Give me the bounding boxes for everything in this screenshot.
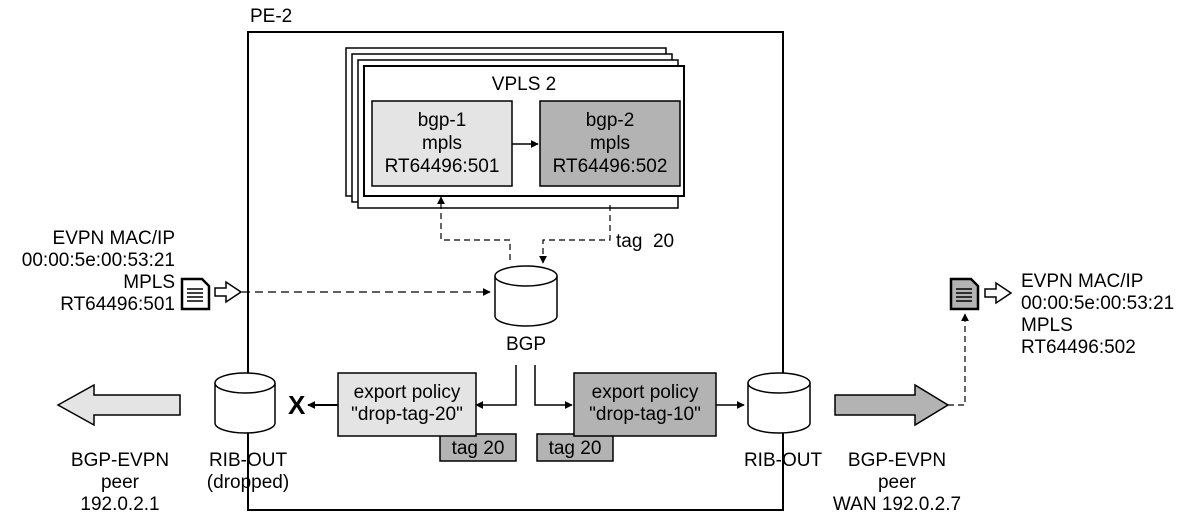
drop-x-mark: X — [288, 390, 306, 420]
bgp1-encap: mpls — [422, 133, 462, 154]
peer-right-type: BGP-EVPN — [848, 450, 946, 471]
peer-left-type: BGP-EVPN — [71, 450, 169, 471]
policy-right-box — [573, 372, 717, 437]
peer-left-address: 192.0.2.1 — [80, 494, 159, 514]
policy-left-tag: tag 20 — [452, 438, 505, 459]
policy-left-title: export policy — [354, 382, 461, 403]
outgoing-route-type: EVPN MAC/IP — [1021, 271, 1143, 292]
bgp-database — [494, 265, 558, 327]
bgp2-encap: mpls — [590, 133, 630, 154]
incoming-document-icon — [180, 277, 211, 311]
bgp2-box — [539, 100, 681, 187]
outgoing-route-rt: RT64496:502 — [1021, 337, 1136, 358]
peer-left-big-arrow — [56, 383, 181, 427]
bgp1-name: bgp-1 — [418, 110, 467, 131]
bgp1-rt: RT64496:501 — [385, 156, 500, 177]
incoming-route-encap: MPLS — [123, 272, 175, 293]
outgoing-route-encap: MPLS — [1021, 315, 1073, 336]
bgp1-box — [371, 100, 513, 187]
peer-right-big-arrow — [834, 383, 950, 427]
rib-out-left-label: RIB-OUT — [209, 450, 288, 471]
pe2-box — [247, 31, 784, 511]
rib-out-left-database — [214, 372, 276, 434]
incoming-route-mac: 00:00:5e:00:53:21 — [22, 250, 175, 271]
incoming-route-rt: RT64496:501 — [60, 294, 175, 315]
vpls-tag-label: tag 20 — [616, 231, 674, 252]
bgp-to-policy-right-arrow — [534, 365, 573, 409]
bgp2-to-bgp-dashed-arrow — [539, 205, 611, 264]
policy-left-box — [337, 372, 477, 437]
outgoing-document-icon — [949, 277, 980, 311]
peer-to-outgoing-dashed-arrow — [948, 313, 969, 406]
outgoing-route-mac: 00:00:5e:00:53:21 — [1021, 293, 1174, 314]
bgp-database-label: BGP — [506, 334, 546, 355]
policy-right-name: "drop-tag-10" — [589, 404, 701, 425]
vpls-title: VPLS 2 — [492, 74, 556, 95]
bgp2-rt: RT64496:502 — [553, 156, 668, 177]
rib-out-right-database — [747, 372, 811, 434]
outgoing-hollow-arrow — [984, 281, 1013, 305]
incoming-hollow-arrow — [214, 280, 243, 304]
policy-right-tag: tag 20 — [549, 438, 602, 459]
policy-left-tag-box — [439, 433, 517, 462]
peer-right-role: peer — [878, 472, 917, 493]
pe2-label: PE-2 — [250, 6, 292, 27]
peer-left-role: peer — [101, 472, 140, 493]
policy-left-name: "drop-tag-20" — [351, 404, 463, 425]
policy-right-title: export policy — [592, 382, 699, 403]
rib-out-right-label: RIB-OUT — [744, 450, 823, 471]
peer-right-address: WAN 192.0.2.7 — [833, 494, 961, 514]
bgp-to-bgp1-dashed-arrow — [437, 196, 511, 260]
rib-out-left-status: (dropped) — [207, 472, 289, 493]
bgp2-name: bgp-2 — [586, 110, 635, 131]
incoming-route-type: EVPN MAC/IP — [53, 228, 175, 249]
bgp-to-policy-left-arrow — [475, 365, 517, 409]
